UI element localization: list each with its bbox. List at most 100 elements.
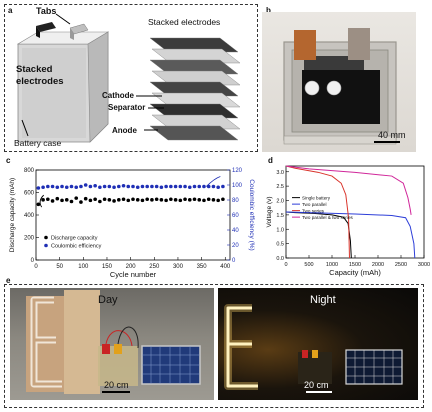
y-tick-label: 0.5 bbox=[276, 242, 284, 248]
electrode-arrows bbox=[136, 95, 164, 131]
panel-d-label: d bbox=[268, 156, 273, 165]
discharge-capacity-point bbox=[202, 198, 206, 203]
discharge-capacity-point bbox=[64, 198, 69, 202]
electrode-layer bbox=[151, 114, 241, 130]
discharge-capacity-point bbox=[150, 198, 154, 202]
y-tick-label: 3.0 bbox=[276, 170, 284, 176]
coulombic-efficiency-point bbox=[88, 184, 93, 189]
discharge-capacity-point bbox=[74, 196, 79, 200]
battery-case-illustration bbox=[16, 22, 110, 143]
discharge-capacity-point bbox=[206, 197, 211, 202]
y2-tick-label: 60 bbox=[232, 213, 239, 219]
x-tick-label: 300 bbox=[173, 264, 184, 270]
panel-a-frame bbox=[4, 4, 258, 152]
coulombic-efficiency-point bbox=[135, 185, 140, 190]
coulombic-efficiency-point bbox=[164, 184, 168, 189]
x-tick-label: 350 bbox=[197, 264, 208, 270]
x-tick-label: 250 bbox=[149, 264, 160, 270]
panel-b-label: b bbox=[266, 6, 271, 15]
y-tick-label: 1.5 bbox=[276, 213, 284, 219]
coulombic-efficiency-point bbox=[117, 184, 121, 189]
y2-tick-label: 0 bbox=[232, 258, 236, 264]
stacked-electrodes-left-label-1: Stacked bbox=[16, 64, 53, 75]
y-tick-label: 2.0 bbox=[276, 199, 284, 205]
y-tick-label: 2.5 bbox=[276, 184, 284, 190]
discharge-capacity-point bbox=[216, 198, 220, 203]
coulombic-efficiency-point bbox=[202, 184, 206, 189]
x-axis-label: Cycle number bbox=[110, 270, 157, 279]
coulombic-efficiency-point bbox=[211, 184, 216, 189]
discharge-capacity-point bbox=[126, 198, 131, 203]
discharge-capacity-point bbox=[60, 198, 64, 203]
x-tick-label: 0 bbox=[284, 262, 287, 268]
x-tick-label: 100 bbox=[78, 264, 89, 270]
tabs-label: Tabs bbox=[36, 6, 57, 16]
discharge-curve bbox=[285, 165, 412, 215]
y-tick-label: 1.0 bbox=[276, 227, 284, 233]
night-photo: Night 20 cm bbox=[218, 288, 418, 400]
coulombic-efficiency-point bbox=[83, 183, 88, 187]
discharge-capacity-point bbox=[187, 198, 192, 202]
discharge-capacity-point bbox=[183, 197, 187, 202]
coulombic-efficiency-point bbox=[107, 184, 112, 189]
legend-marker bbox=[44, 235, 48, 240]
discharge-capacity-point bbox=[131, 197, 135, 202]
coulombic-efficiency-point bbox=[197, 184, 202, 189]
coulombic-efficiency-point bbox=[79, 184, 83, 189]
coulombic-efficiency-point bbox=[150, 184, 154, 189]
electrode-layer bbox=[151, 70, 241, 86]
stacked-electrodes-right-label: Stacked electrodes bbox=[148, 17, 221, 27]
discharge-capacity-point bbox=[135, 198, 140, 202]
x-tick-label: 0 bbox=[34, 264, 38, 270]
anode-label: Anode bbox=[112, 126, 137, 135]
coulombic-efficiency-point bbox=[140, 184, 145, 189]
legend-entry: Discharge capacity bbox=[51, 236, 98, 242]
y2-tick-label: 80 bbox=[232, 198, 239, 204]
coulombic-efficiency-point bbox=[131, 184, 135, 189]
x-tick-label: 400 bbox=[220, 264, 231, 270]
electrode-layer bbox=[149, 37, 239, 53]
electrode-layer bbox=[149, 125, 239, 141]
discharge-capacity-point bbox=[107, 198, 112, 202]
discharge-capacity-point bbox=[93, 197, 97, 202]
electrode-layer bbox=[151, 92, 241, 108]
discharge-capacity-point bbox=[50, 199, 55, 203]
discharge-capacity-point bbox=[169, 197, 173, 202]
panel-b-scale-bar-label: 40 mm bbox=[378, 130, 406, 140]
coulombic-efficiency-point bbox=[50, 184, 55, 189]
efficiency-axis-arrow bbox=[206, 176, 221, 187]
discharge-capacity-point bbox=[41, 198, 45, 202]
discharge-capacity-point bbox=[221, 197, 225, 202]
legend-marker bbox=[44, 243, 48, 248]
exploded-electrode-stack bbox=[149, 37, 241, 141]
discharge-capacity-point bbox=[102, 197, 107, 202]
y2-tick-label: 120 bbox=[232, 168, 243, 174]
battery-case-arrow bbox=[21, 119, 29, 137]
coulombic-efficiency-point bbox=[60, 184, 64, 189]
discharge-curve bbox=[285, 211, 416, 259]
panel-e-label: e bbox=[6, 276, 11, 285]
discharge-capacity-point bbox=[159, 198, 164, 202]
y-tick-label: 800 bbox=[24, 168, 35, 174]
discharge-capacity-point bbox=[112, 199, 116, 203]
coulombic-efficiency-point bbox=[69, 184, 74, 189]
discharge-capacity-point bbox=[98, 199, 102, 204]
discharge-curve bbox=[285, 165, 350, 259]
y-tick-label: 200 bbox=[24, 236, 35, 242]
x-tick-label: 500 bbox=[304, 262, 313, 268]
legend-entry: Single battery bbox=[302, 195, 331, 200]
coulombic-efficiency-point bbox=[74, 185, 79, 190]
y-axis-label: Voltage (v) bbox=[266, 196, 273, 227]
y-tick-label: 0.0 bbox=[276, 256, 284, 262]
discharge-capacity-point bbox=[121, 197, 126, 202]
x-tick-label: 200 bbox=[126, 264, 137, 270]
x-tick-label: 150 bbox=[102, 264, 113, 270]
y2-tick-label: 20 bbox=[232, 243, 239, 249]
stacked-electrodes-left-label-2: electrodes bbox=[16, 76, 64, 87]
discharge-capacity-point bbox=[192, 197, 197, 202]
coulombic-efficiency-point bbox=[46, 184, 50, 189]
coulombic-efficiency-point bbox=[64, 185, 69, 190]
coulombic-efficiency-point bbox=[126, 184, 131, 189]
day-label: Day bbox=[98, 294, 118, 306]
